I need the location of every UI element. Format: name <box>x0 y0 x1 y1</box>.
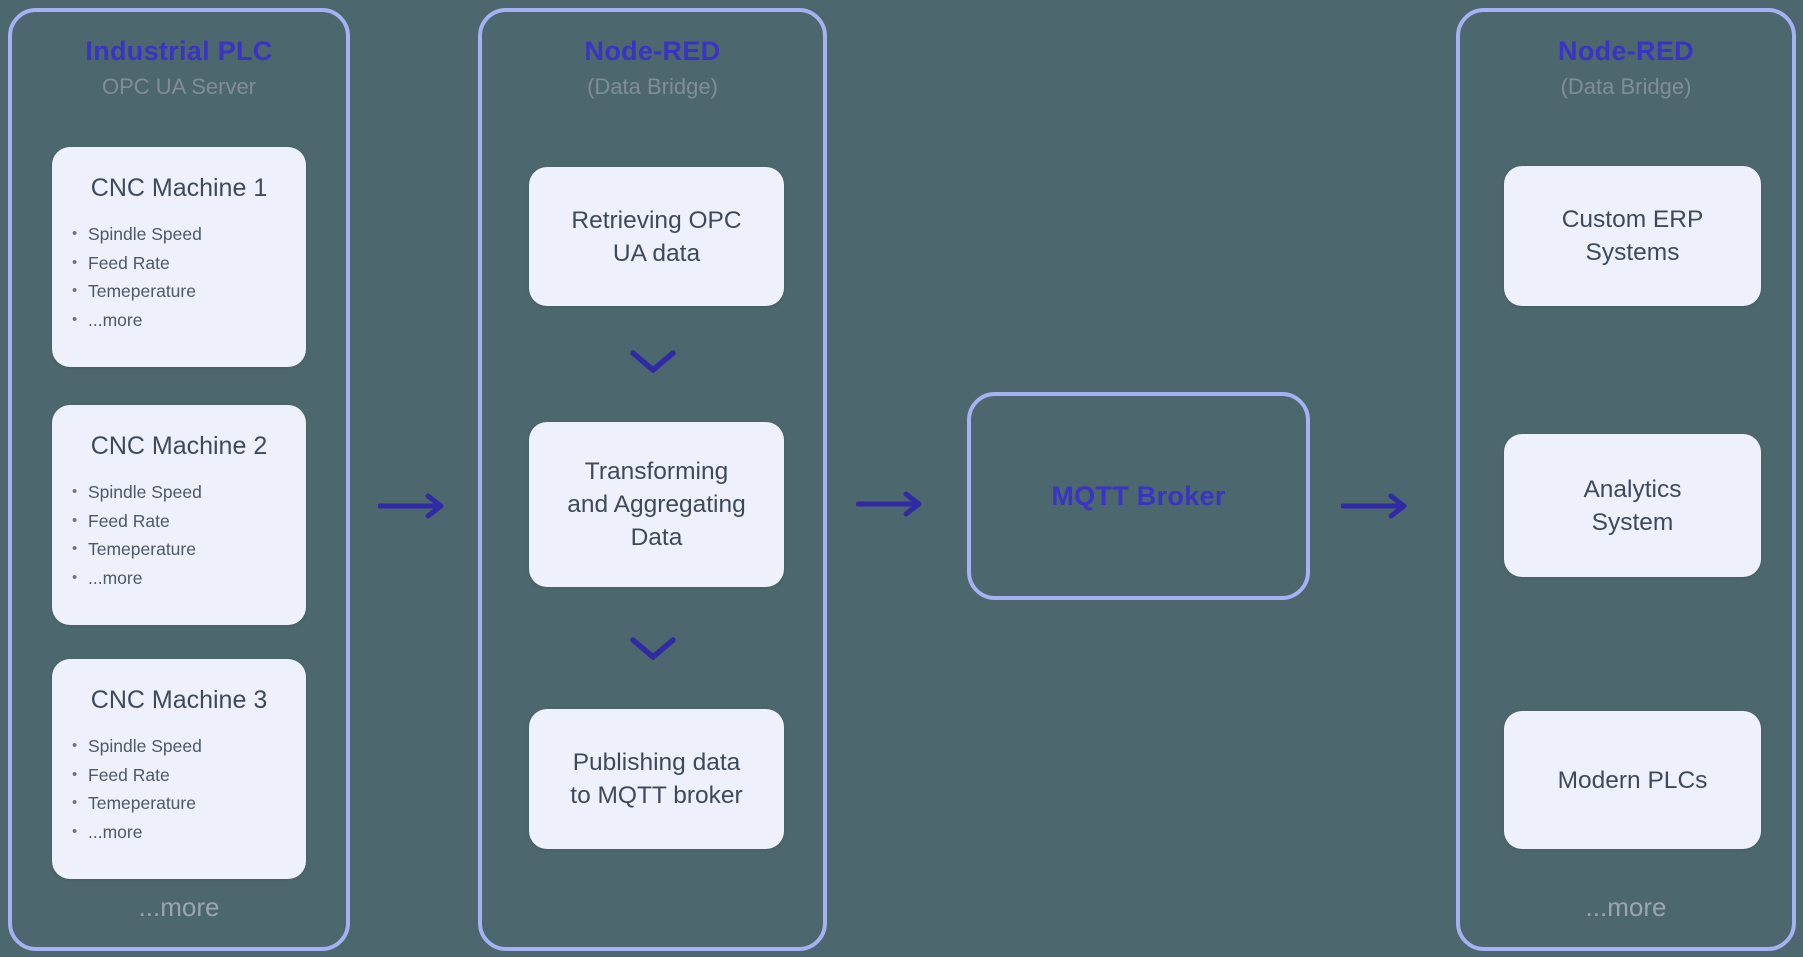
machine-metric: Feed Rate <box>72 761 306 790</box>
machine-name: CNC Machine 3 <box>90 686 268 714</box>
more-label: ...more <box>1585 892 1667 922</box>
machine-name: CNC Machine 2 <box>90 432 268 460</box>
machine-metric-list: Spindle Speed Feed Rate Temeperature ...… <box>52 220 306 334</box>
consumer-system-card: Analytics System <box>1504 434 1761 577</box>
machine-metric: ...more <box>72 306 306 335</box>
bridge-step-label: Publishing data to MQTT broker <box>570 749 743 809</box>
machine-metric: Feed Rate <box>72 507 306 536</box>
cnc-machine-card: CNC Machine 3 Spindle Speed Feed Rate Te… <box>52 659 306 879</box>
chevron-down-icon <box>629 350 676 373</box>
panel-subtitle: (Data Bridge) <box>587 74 718 99</box>
bridge-step-card: Publishing data to MQTT broker <box>529 709 784 849</box>
bridge-step-label: Transforming and Aggregating Data <box>567 458 746 551</box>
machine-metric: Temeperature <box>72 277 306 306</box>
machine-metric-list: Spindle Speed Feed Rate Temeperature ...… <box>52 732 306 846</box>
bridge-step-card: Retrieving OPC UA data <box>529 167 784 306</box>
panel-header: Node-RED (Data Bridge) <box>482 12 823 100</box>
cnc-machine-card: CNC Machine 1 Spindle Speed Feed Rate Te… <box>52 147 306 367</box>
consumer-system-card: Custom ERP Systems <box>1504 166 1761 306</box>
panel-subtitle: (Data Bridge) <box>1560 74 1692 99</box>
panel-subtitle: OPC UA Server <box>101 74 257 99</box>
node-red-consumers-panel: Node-RED (Data Bridge) Custom ERP System… <box>1456 8 1796 951</box>
panel-title: Node-RED <box>1558 36 1694 66</box>
mqtt-broker-box: MQTT Broker <box>967 392 1310 600</box>
consumer-system-label: Modern PLCs <box>1557 766 1708 794</box>
machine-metric: Spindle Speed <box>72 732 306 761</box>
node-red-bridge-panel: Node-RED (Data Bridge) Retrieving OPC UA… <box>478 8 827 951</box>
machine-metric: Spindle Speed <box>72 220 306 249</box>
more-label: ...more <box>138 892 220 922</box>
arrow-right-icon <box>378 493 444 519</box>
panel-title: Industrial PLC <box>85 36 273 66</box>
panel-header: Node-RED (Data Bridge) <box>1460 12 1792 100</box>
mqtt-broker-title: MQTT Broker <box>1051 480 1226 511</box>
chevron-down-icon <box>629 637 676 660</box>
panel-header: Industrial PLC OPC UA Server <box>12 12 346 100</box>
consumer-system-card: Modern PLCs <box>1504 711 1761 849</box>
machine-metric: ...more <box>72 818 306 847</box>
consumer-system-label: Custom ERP Systems <box>1561 206 1704 266</box>
consumer-system-label: Analytics System <box>1583 475 1682 536</box>
arrow-right-icon <box>856 491 922 517</box>
machine-metric: Temeperature <box>72 789 306 818</box>
machine-metric: ...more <box>72 564 306 593</box>
bridge-step-card: Transforming and Aggregating Data <box>529 422 784 587</box>
machine-metric: Temeperature <box>72 535 306 564</box>
arrow-right-icon <box>1341 493 1407 519</box>
machine-metric: Feed Rate <box>72 249 306 278</box>
industrial-plc-panel: Industrial PLC OPC UA Server CNC Machine… <box>8 8 350 951</box>
bridge-step-label: Retrieving OPC UA data <box>571 206 742 267</box>
panel-title: Node-RED <box>584 36 721 66</box>
machine-metric-list: Spindle Speed Feed Rate Temeperature ...… <box>52 478 306 592</box>
cnc-machine-card: CNC Machine 2 Spindle Speed Feed Rate Te… <box>52 405 306 625</box>
machine-name: CNC Machine 1 <box>90 174 268 202</box>
machine-metric: Spindle Speed <box>72 478 306 507</box>
